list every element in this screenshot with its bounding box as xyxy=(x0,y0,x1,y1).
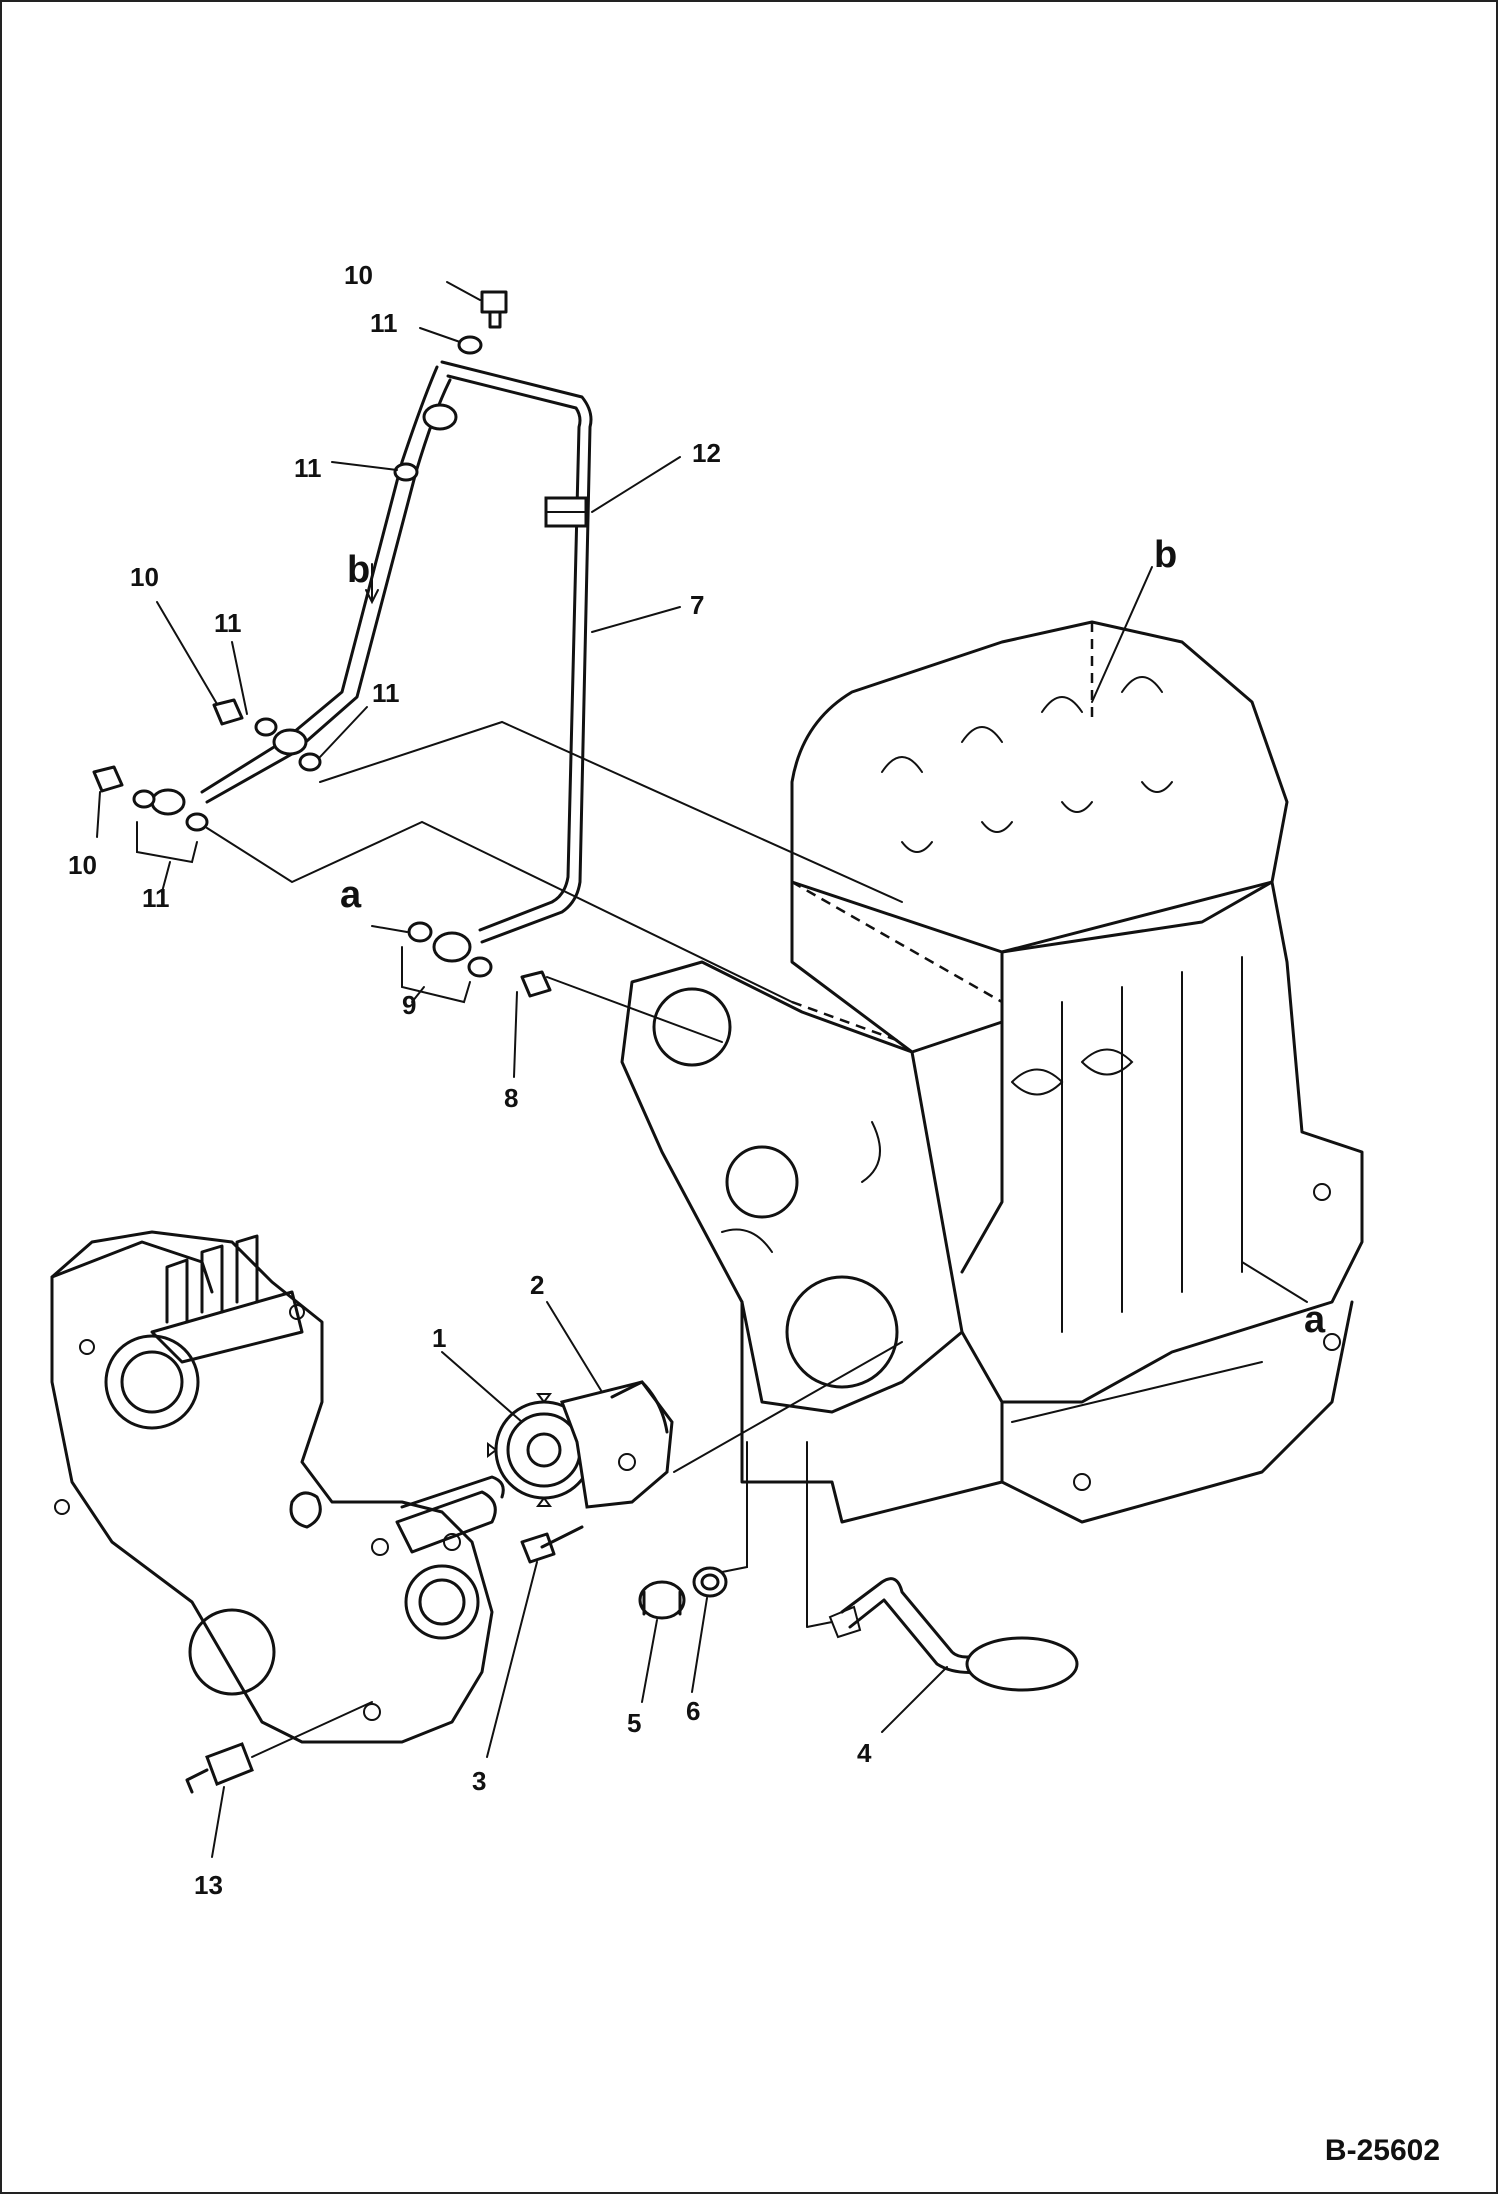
connector-b-pipe: b xyxy=(347,549,370,591)
callout-7: 7 xyxy=(690,590,704,620)
callout-13: 13 xyxy=(194,1870,223,1900)
connector-b-engine: b xyxy=(1154,534,1177,576)
callout-11-right: 11 xyxy=(372,678,400,708)
oil-strainer xyxy=(806,1441,1079,1692)
callout-leaders xyxy=(96,281,1308,1858)
connector-a-pipe: a xyxy=(340,874,362,916)
callout-3: 3 xyxy=(472,1766,486,1796)
callout-1: 1 xyxy=(432,1323,446,1353)
callout-9: 9 xyxy=(402,990,416,1020)
callout-5: 5 xyxy=(627,1708,641,1738)
callout-2: 2 xyxy=(530,1270,544,1300)
callout-10-top: 10 xyxy=(344,260,373,290)
callout-11-bottom: 11 xyxy=(142,883,170,913)
callout-8: 8 xyxy=(504,1083,518,1113)
callout-12: 12 xyxy=(692,438,721,468)
document-number: B-25602 xyxy=(1324,2134,1440,2167)
oil-pump xyxy=(487,1341,903,1564)
callout-labels: 10 11 11 b 12 7 10 11 11 10 11 a 9 8 b a… xyxy=(68,260,1326,1900)
oil-pipe-assembly xyxy=(92,290,903,1043)
callout-11-upper-b: 11 xyxy=(294,453,322,483)
connector-a-engine: a xyxy=(1304,1299,1326,1341)
oil-pressure-switch xyxy=(185,1701,373,1794)
callout-10-left: 10 xyxy=(68,850,97,880)
callout-4: 4 xyxy=(857,1738,872,1768)
drain-plug-and-gasket xyxy=(638,1441,748,1620)
callout-10-mid: 10 xyxy=(130,562,159,592)
engine-block xyxy=(620,620,1364,1524)
callout-11-mid: 11 xyxy=(214,608,242,638)
callout-11-top: 11 xyxy=(370,308,398,338)
callout-6: 6 xyxy=(686,1696,700,1726)
gear-case xyxy=(50,1230,505,1744)
